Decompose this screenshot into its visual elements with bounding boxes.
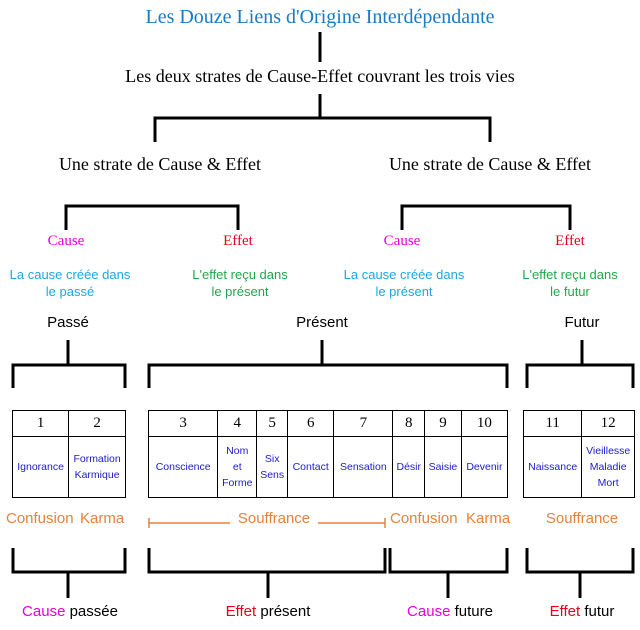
karma-label-1: Karma — [80, 510, 125, 527]
link-name-line: Désir — [396, 461, 421, 473]
era-past-label: Passé — [47, 314, 89, 331]
era-future-label: Futur — [564, 314, 600, 331]
bottom-effect-future: Effet futur — [549, 603, 615, 620]
karma-label-2: Karma — [466, 510, 511, 527]
link-number: 4 — [217, 410, 258, 437]
link-name-line: Mort — [597, 477, 619, 489]
link-name-line: Maladie — [589, 461, 627, 473]
link-name-line: Devenir — [466, 461, 503, 473]
strate-1-effect-desc: L'effet reçu dans le présent — [192, 267, 288, 299]
link-number: 12 — [581, 410, 635, 437]
link-name-line: Forme — [222, 477, 253, 489]
link-name-line: Saisie — [428, 461, 458, 473]
link-name-line: Formation — [73, 453, 121, 465]
link-name-line: Nom — [226, 445, 249, 457]
link-number: 3 — [147, 410, 219, 437]
diagram-subtitle: Les deux strates de Cause-Effet couvrant… — [125, 66, 515, 86]
link-name-line: Sens — [260, 469, 285, 481]
confusion-label-1: Confusion — [6, 510, 74, 527]
link-number: 6 — [287, 410, 335, 437]
strate-2-effect-label: Effet — [555, 233, 585, 249]
link-number: 10 — [460, 410, 509, 437]
bottom-effect-present: Effet présent — [225, 603, 311, 620]
link-name: Ignorance — [11, 436, 70, 498]
link-name-line: Karmique — [74, 469, 120, 481]
link-name: Contact — [287, 436, 335, 498]
link-number: 11 — [522, 410, 583, 437]
link-number: 9 — [424, 410, 462, 437]
link-name: Saisie — [424, 436, 462, 498]
bottom-cause-future: Cause future — [407, 603, 493, 620]
link-number: 7 — [333, 410, 394, 437]
link-number: 1 — [11, 410, 70, 437]
bottom-cause-past: Cause passée — [22, 603, 118, 620]
strate-1-cause-label: Cause — [47, 233, 85, 249]
diagram-title: Les Douze Liens d'Origine Interdépendant… — [145, 6, 495, 28]
link-number: 2 — [68, 410, 126, 437]
link-number: 5 — [256, 410, 289, 437]
link-name: Désir — [392, 436, 426, 498]
confusion-label-2: Confusion — [390, 510, 458, 527]
link-name: Devenir — [460, 436, 509, 498]
strate-2-cause-label: Cause — [383, 233, 421, 249]
link-number: 8 — [392, 410, 426, 437]
strate-2-label: Une strate de Cause & Effet — [388, 154, 592, 174]
souffrance-label-1: Souffrance — [237, 510, 311, 527]
souffrance-label-2: Souffrance — [545, 510, 619, 527]
strate-2-cause-desc: La cause créée dans le présent — [343, 267, 465, 299]
strate-1-label: Une strate de Cause & Effet — [58, 154, 262, 174]
link-name-line: Contact — [292, 461, 329, 473]
strate-1-effect-label: Effet — [223, 233, 253, 249]
link-name-line: et — [232, 461, 242, 473]
strate-2-effect-desc: L'effet reçu dans le futur — [522, 267, 618, 299]
link-name-line: Six — [264, 453, 280, 465]
strate-1-cause-desc: La cause créée dans le passé — [9, 267, 131, 299]
link-name: Sensation — [333, 436, 394, 498]
link-name-line: Conscience — [155, 461, 211, 473]
link-name-line: Naissance — [528, 461, 578, 473]
link-name-line: Sensation — [339, 461, 387, 473]
link-name: Conscience — [147, 436, 219, 498]
link-name: Naissance — [522, 436, 583, 498]
link-name-line: Vieillesse — [586, 445, 631, 457]
link-name-line: Ignorance — [17, 461, 64, 473]
era-present-label: Présent — [296, 314, 348, 331]
